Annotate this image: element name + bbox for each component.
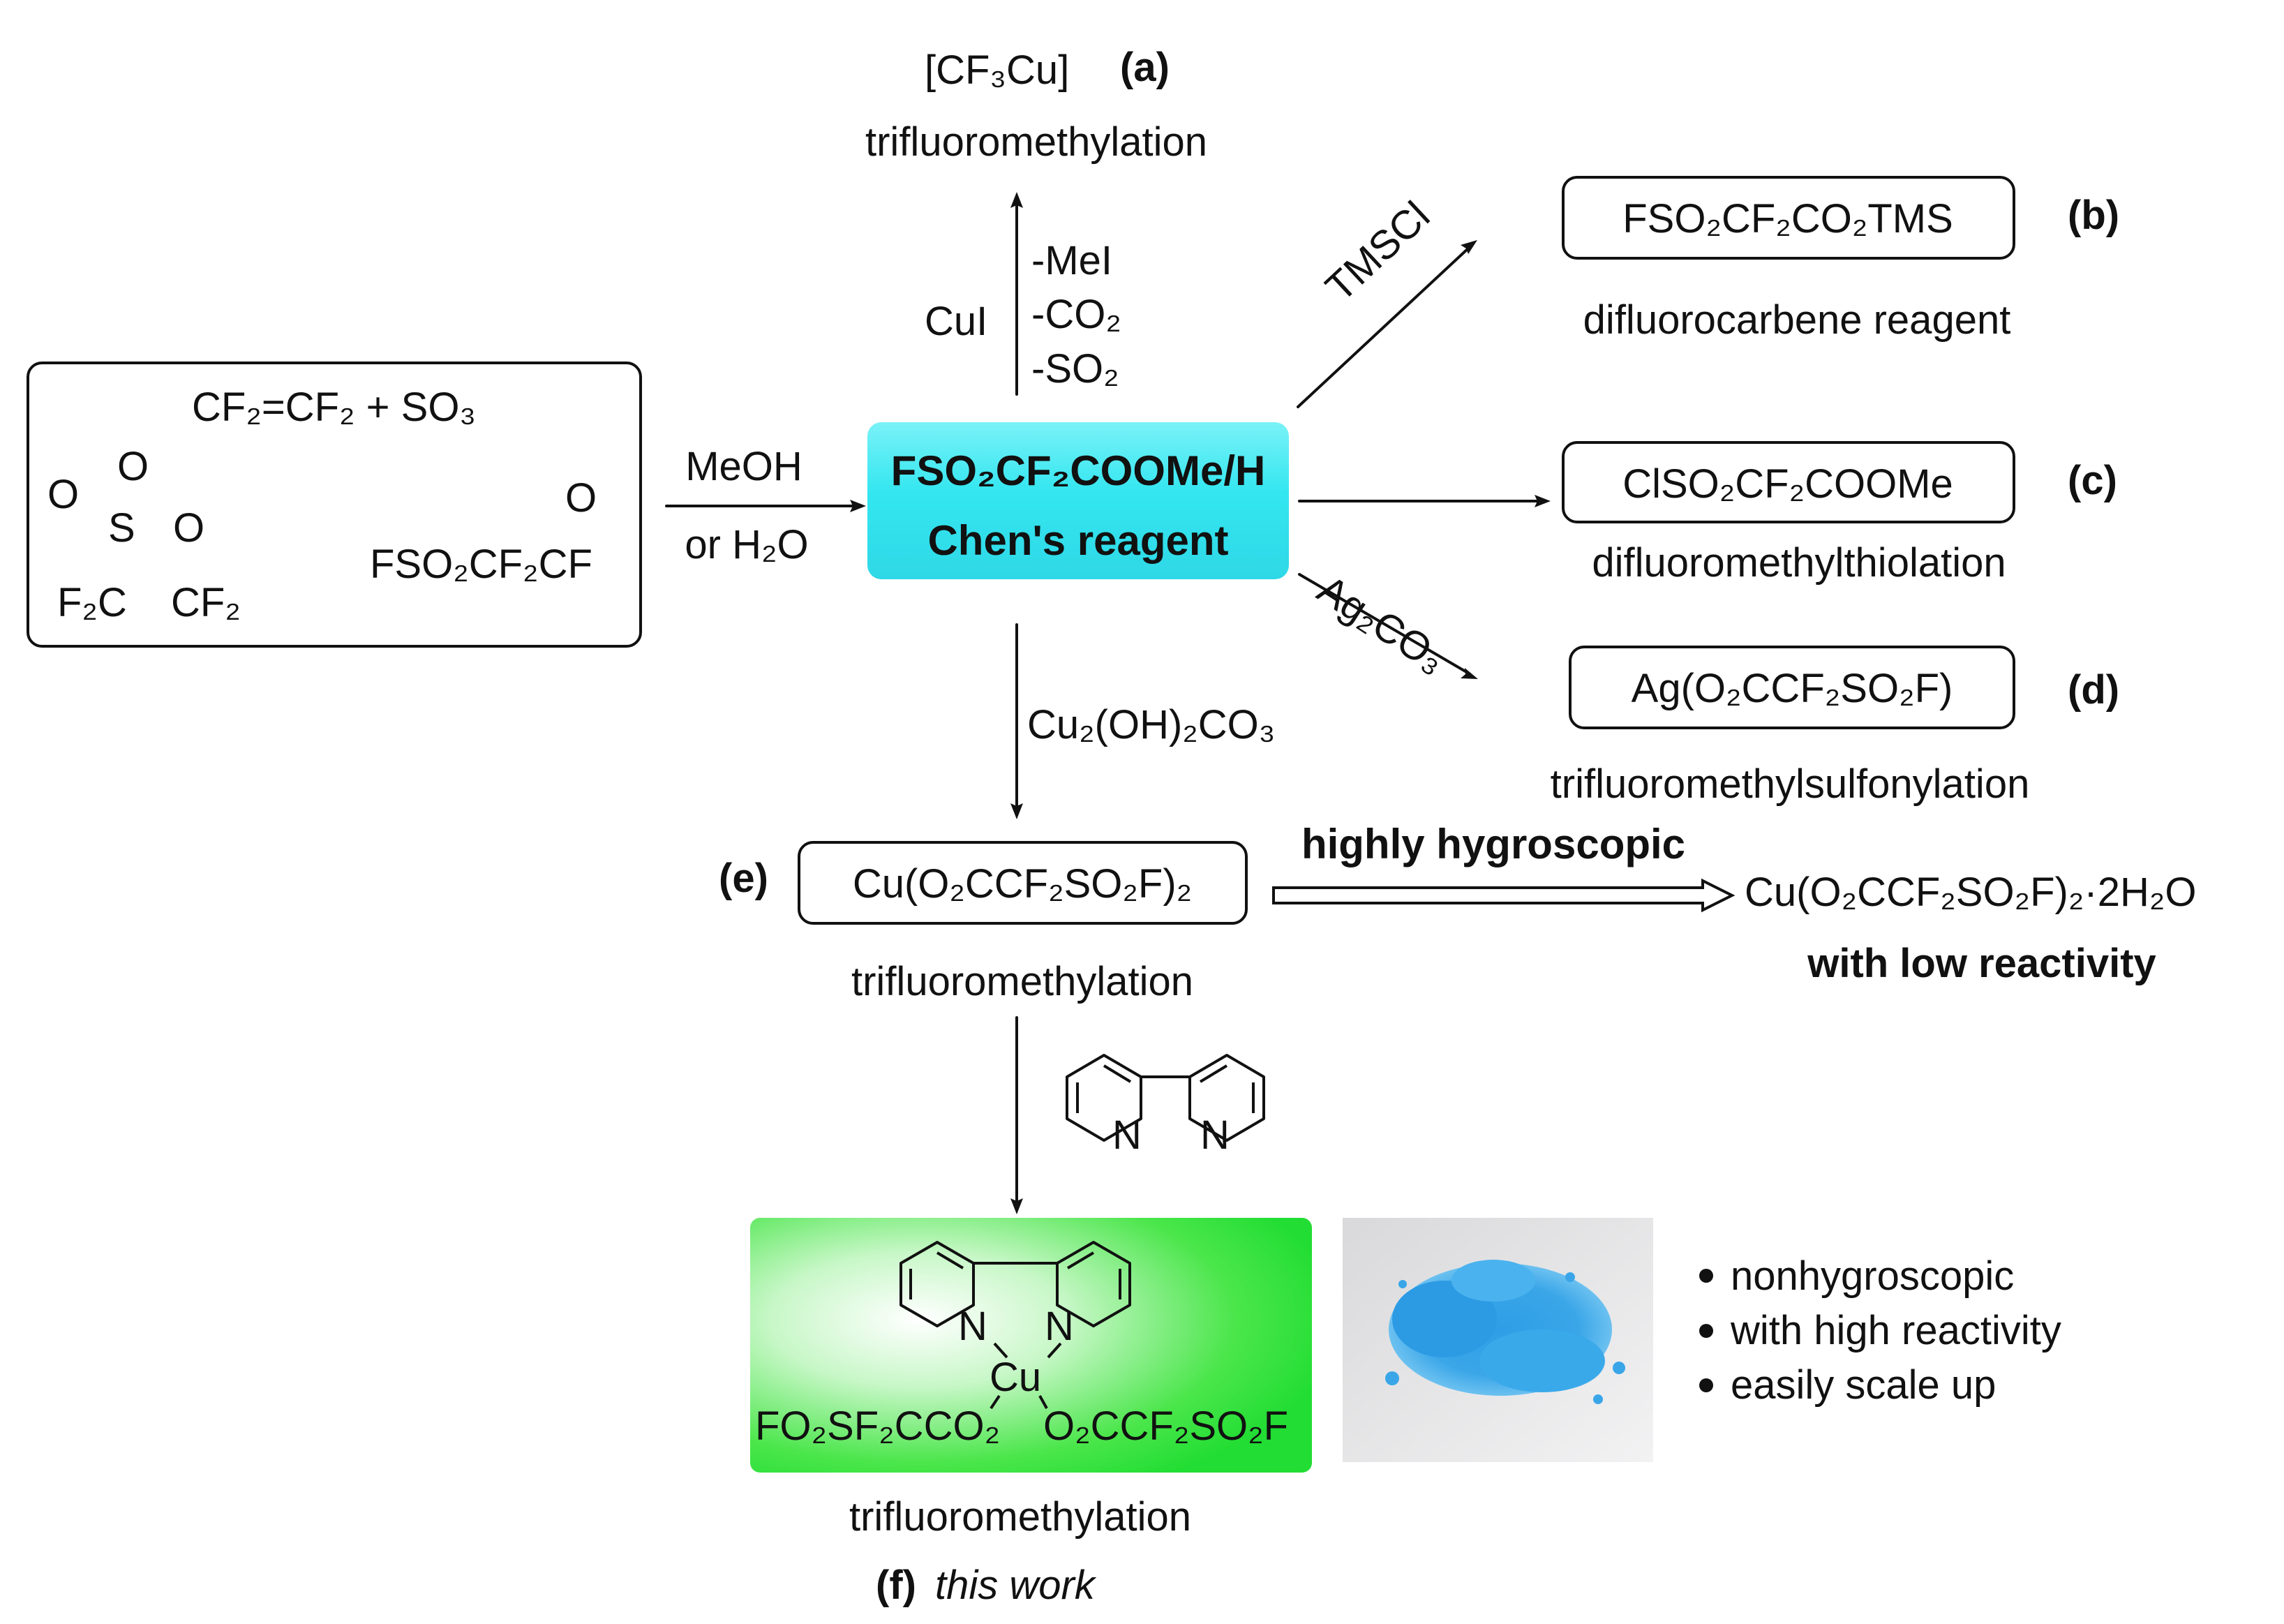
route-d-use: trifluoromethylsulfonylation	[1550, 761, 2030, 807]
route-e-label: (e)	[719, 856, 768, 901]
condition-meoh: MeOH	[685, 444, 803, 489]
bullet-1: nonhygroscopic	[1731, 1253, 2015, 1299]
complex-left-ligand: FO₂SF₂CCO₂	[755, 1403, 1001, 1449]
route-d-label: (d)	[2068, 667, 2120, 713]
route-a-label: (a)	[1120, 45, 1170, 90]
route-f-use: trifluoromethylation	[849, 1494, 1191, 1540]
route-c-use: difluoromethylthiolation	[1592, 540, 2006, 586]
product-b-box	[1562, 176, 2015, 260]
center-name: Chen's reagent	[927, 517, 1229, 564]
sultone-oxo-1: O	[47, 472, 80, 517]
route-b-use: difluorocarbene reagent	[1583, 297, 2011, 343]
condition-water: or H₂O	[685, 522, 809, 567]
complex-right-ligand: O₂CCF₂SO₂F	[1043, 1403, 1289, 1449]
product-box	[750, 1218, 1312, 1473]
center-formula: FSO₂CF₂COOMe/H	[890, 447, 1266, 494]
product-e-box	[798, 841, 1248, 925]
product-d-box	[1569, 646, 2015, 729]
starting-material-box	[27, 362, 642, 648]
complex-n-2: N	[1045, 1304, 1074, 1349]
route-a-use: trifluoromethylation	[865, 119, 1207, 165]
complex-n-1: N	[958, 1304, 987, 1349]
center-box	[867, 422, 1289, 579]
bullet-3: easily scale up	[1731, 1362, 1996, 1408]
route-e-note: highly hygroscopic	[1301, 821, 1686, 867]
route-f-label: (f)	[876, 1563, 916, 1608]
route-e-reagent: Cu₂(OH)₂CO₃	[1027, 702, 1276, 747]
route-e-hydrate: Cu(O₂CCF₂SO₂F)₂·2H₂O	[1745, 870, 2197, 915]
powder-photo	[1343, 1218, 1653, 1462]
route-e-product: Cu(O₂CCF₂SO₂F)₂	[852, 861, 1193, 907]
route-e-hydrate-note: with low reactivity	[1807, 941, 2156, 986]
acyl-fluoride: FSO₂CF₂CF	[370, 542, 592, 587]
ligand-n-1: N	[1112, 1112, 1142, 1158]
route-b-label: (b)	[2068, 193, 2120, 238]
route-f-label-note: this work	[935, 1563, 1095, 1608]
sultone-carbon-2: CF₂	[171, 580, 241, 625]
bullet-2: with high reactivity	[1731, 1308, 2061, 1353]
sultone-ring-oxygen: O	[173, 505, 205, 551]
route-d-product: Ag(O₂CCF₂SO₂F)	[1631, 666, 1953, 711]
reactants: CF₂=CF₂ + SO₃	[192, 385, 477, 430]
sultone-carbon-1: F₂C	[57, 580, 127, 625]
route-b-product: FSO₂CF₂CO₂TMS	[1622, 196, 1953, 241]
route-a-byproduct-1: -MeI	[1031, 238, 1112, 283]
route-a-product: [CF₃Cu]	[925, 47, 1070, 93]
route-a-byproduct-2: -CO₂	[1031, 292, 1121, 337]
sultone-oxo-2: O	[117, 444, 149, 489]
ligand-n-2: N	[1200, 1112, 1230, 1158]
route-e-use: trifluoromethylation	[851, 959, 1193, 1004]
route-c-product: ClSO₂CF₂COOMe	[1622, 461, 1953, 507]
complex-metal: Cu	[990, 1355, 1042, 1400]
sultone-sulfur: S	[108, 505, 135, 551]
acyl-oxygen: O	[565, 475, 597, 521]
route-a-byproduct-3: -SO₂	[1031, 346, 1119, 392]
route-a-reagent: CuI	[925, 299, 988, 344]
product-c-box	[1562, 441, 2015, 523]
route-c-label: (c)	[2068, 458, 2117, 503]
